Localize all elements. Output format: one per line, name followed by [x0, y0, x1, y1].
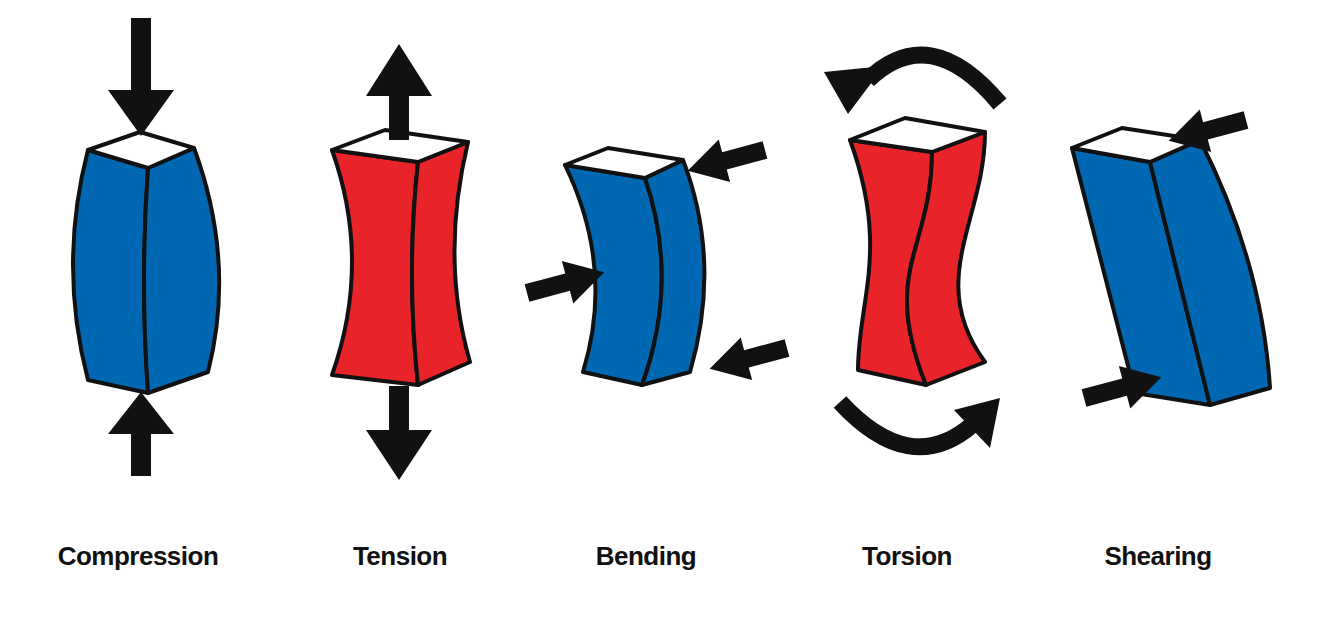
stress-caption: Shearing — [1104, 540, 1211, 572]
torsion-block — [850, 118, 985, 385]
shearing-block — [1072, 128, 1270, 405]
bending-block — [565, 148, 704, 385]
compression-block — [73, 132, 219, 393]
tension-block — [332, 130, 470, 385]
force-arrows — [108, 18, 1252, 480]
stress-caption: Tension — [353, 540, 447, 572]
stress-caption: Bending — [596, 540, 697, 572]
stress-caption: Compression — [58, 540, 219, 572]
stress-caption: Torsion — [862, 540, 952, 572]
